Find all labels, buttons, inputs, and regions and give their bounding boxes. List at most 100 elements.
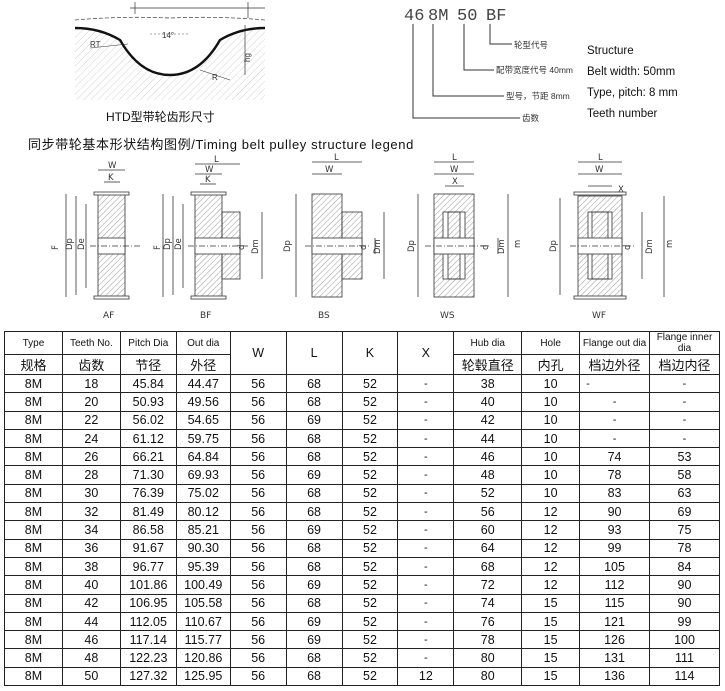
column-header: W bbox=[229, 331, 287, 375]
dim-label: Dm bbox=[251, 239, 261, 254]
table-cell: - bbox=[579, 373, 650, 394]
designation-diagram bbox=[412, 24, 520, 119]
table-cell: 68 bbox=[285, 666, 343, 687]
table-cell: - bbox=[579, 428, 650, 449]
table-cell: 46 bbox=[453, 447, 523, 467]
figure-wf bbox=[559, 161, 665, 300]
table-cell: 76.39 bbox=[119, 483, 177, 504]
table-cell: 52 bbox=[341, 611, 399, 632]
dim-label: Dm bbox=[497, 239, 507, 254]
dim-label: W bbox=[205, 165, 214, 175]
table-cell: 8M bbox=[4, 392, 63, 412]
table-cell: - bbox=[397, 373, 455, 394]
table-cell: 80 bbox=[453, 666, 523, 687]
hg-label: hg bbox=[243, 53, 252, 62]
table-cell: - bbox=[397, 630, 455, 650]
table-cell: 10 bbox=[521, 392, 581, 412]
table-cell: 78 bbox=[648, 538, 721, 558]
table-cell: 78 bbox=[453, 630, 523, 650]
table-cell: 56 bbox=[229, 428, 287, 449]
table-cell: 52 bbox=[341, 556, 399, 577]
table-cell: 8M bbox=[4, 483, 63, 504]
table-cell: 38 bbox=[61, 556, 121, 577]
table-cell: 60 bbox=[453, 520, 523, 540]
table-cell: 52 bbox=[341, 666, 399, 687]
table-cell: 28 bbox=[61, 465, 121, 485]
figure-label-ws: WS bbox=[440, 311, 455, 321]
table-cell: 99 bbox=[648, 611, 721, 632]
table-cell: 58 bbox=[648, 465, 721, 485]
table-cell: 90 bbox=[648, 593, 721, 613]
table-cell: 81.49 bbox=[119, 502, 177, 522]
table-cell: - bbox=[397, 465, 455, 485]
table-cell: 105.58 bbox=[175, 593, 231, 613]
table-cell: 52 bbox=[341, 502, 399, 522]
table-cell: 115.77 bbox=[175, 630, 231, 650]
table-cell: 68 bbox=[285, 538, 343, 558]
table-cell: 8M bbox=[4, 520, 63, 540]
table-cell: 80.12 bbox=[175, 502, 231, 522]
table-cell: 38 bbox=[453, 373, 523, 394]
table-cell: 10 bbox=[521, 373, 581, 394]
section-title: 同步带轮基本形状结构图例/Timing belt pulley structur… bbox=[28, 137, 414, 152]
table-cell: 68 bbox=[285, 483, 343, 504]
code-type: BF bbox=[486, 7, 507, 26]
table-cell: 44 bbox=[61, 611, 121, 632]
table-cell: 131 bbox=[579, 648, 650, 668]
table-cell: 53 bbox=[648, 447, 721, 467]
cn-label-width: 配带宽度代号 40mm bbox=[496, 65, 573, 75]
figure-bs bbox=[295, 161, 385, 298]
dim-label: W bbox=[595, 165, 604, 175]
column-header: K bbox=[341, 331, 399, 375]
table-cell: 8M bbox=[4, 373, 63, 394]
dim-label: m bbox=[513, 240, 523, 248]
table-cell: 36 bbox=[61, 538, 121, 558]
table-cell: 106.95 bbox=[119, 593, 177, 613]
dim-label: Dp bbox=[407, 240, 417, 252]
table-cell: 56 bbox=[229, 520, 287, 540]
table-cell: 95.39 bbox=[175, 556, 231, 577]
dim-label: X bbox=[618, 185, 624, 195]
column-header-cn: 齿数 bbox=[61, 354, 121, 375]
table-cell: 56 bbox=[229, 465, 287, 485]
table-cell: 24 bbox=[61, 428, 121, 449]
table-cell: 8M bbox=[4, 666, 63, 687]
table-cell: 8M bbox=[4, 410, 63, 430]
header-row-cn: 规格齿数节径外径轮毂直径内孔档边外径档边内径 bbox=[4, 354, 721, 375]
table-cell: 120.86 bbox=[175, 648, 231, 668]
table-cell: 52 bbox=[341, 373, 399, 394]
table-cell: 34 bbox=[61, 520, 121, 540]
table-cell: 44.47 bbox=[175, 373, 231, 394]
table-cell: 127.32 bbox=[119, 666, 177, 687]
table-cell: - bbox=[397, 538, 455, 558]
figure-bf bbox=[162, 163, 263, 300]
dim-label: De bbox=[174, 238, 184, 250]
dim-label: d bbox=[237, 245, 247, 250]
table-cell: 56 bbox=[229, 666, 287, 687]
table-cell: 71.30 bbox=[119, 465, 177, 485]
table-cell: 68 bbox=[285, 593, 343, 613]
dim-label: Dp bbox=[163, 238, 173, 250]
table-cell: 100.49 bbox=[175, 575, 231, 595]
table-cell: 15 bbox=[521, 666, 581, 687]
table-cell: 8M bbox=[4, 556, 63, 577]
table-cell: 10 bbox=[521, 428, 581, 449]
table-cell: 69 bbox=[285, 520, 343, 540]
table-cell: 15 bbox=[521, 593, 581, 613]
table-cell: 61.12 bbox=[119, 428, 177, 449]
table-cell: - bbox=[397, 483, 455, 504]
column-header: X bbox=[397, 331, 455, 375]
figure-label-wf: WF bbox=[592, 311, 606, 321]
table-cell: 52 bbox=[453, 483, 523, 504]
table-cell: 114 bbox=[648, 666, 721, 687]
table-cell: - bbox=[648, 373, 721, 394]
column-header-cn: 轮毂直径 bbox=[453, 354, 523, 375]
table-cell: 42 bbox=[61, 593, 121, 613]
table-cell: 112 bbox=[579, 575, 650, 595]
table-cell: - bbox=[397, 392, 455, 412]
table-cell: 96.77 bbox=[119, 556, 177, 577]
dim-label: m bbox=[665, 240, 675, 248]
